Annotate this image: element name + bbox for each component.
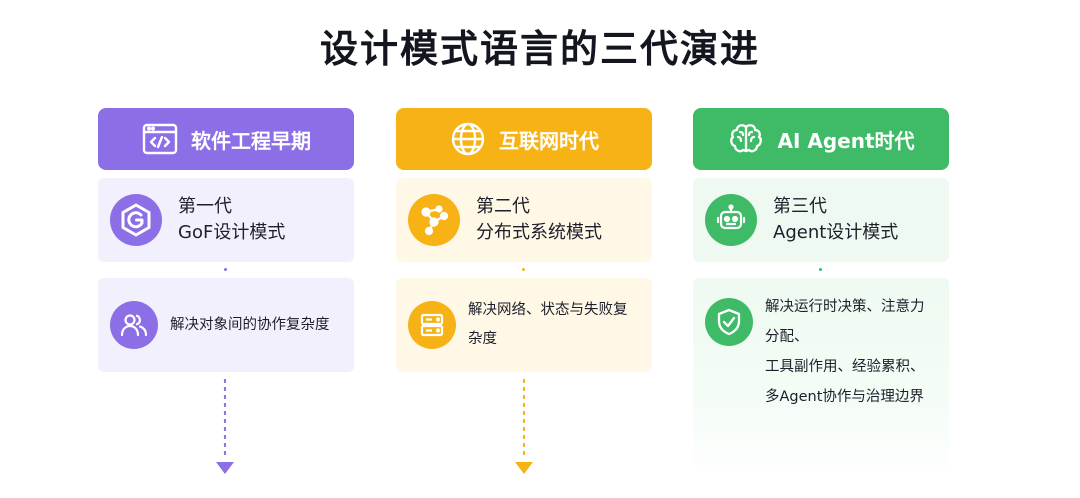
brain-icon bbox=[727, 120, 765, 158]
generation-name: Agent设计模式 bbox=[773, 222, 899, 243]
generation-number: 第二代 bbox=[476, 196, 530, 217]
generation-number: 第三代 bbox=[773, 196, 827, 217]
g-hexagon-icon bbox=[110, 194, 162, 246]
network-nodes-icon bbox=[408, 194, 460, 246]
description-line: 分配、 bbox=[765, 329, 809, 345]
server-icon bbox=[408, 301, 456, 349]
connector bbox=[396, 262, 652, 278]
flow-arrow-yellow bbox=[513, 378, 535, 478]
column-distributed: 互联网时代 第二代 分布式系统模式 bbox=[396, 108, 652, 372]
description-card: 解决网络、状态与失败复 杂度 bbox=[396, 278, 652, 372]
description-line: 多Agent协作与治理边界 bbox=[765, 389, 924, 405]
description-line: 解决运行时决策、注意力 bbox=[765, 299, 925, 315]
column-agent: AI Agent时代 第三代 Agent设计模式 bbox=[693, 108, 949, 478]
robot-icon bbox=[705, 194, 757, 246]
users-icon bbox=[110, 301, 158, 349]
connector bbox=[693, 262, 949, 278]
description-line: 解决对象间的协作复杂度 bbox=[170, 316, 330, 333]
era-label: AI Agent时代 bbox=[777, 128, 915, 153]
description-line: 工具副作用、经验累积、 bbox=[765, 359, 925, 375]
generation-card: 第一代 GoF设计模式 bbox=[98, 178, 354, 262]
page-title: 设计模式语言的三代演进 bbox=[319, 27, 760, 71]
era-header: 互联网时代 bbox=[396, 108, 652, 170]
generation-name: GoF设计模式 bbox=[178, 222, 286, 243]
generation-card: 第三代 Agent设计模式 bbox=[693, 178, 949, 262]
generation-name: 分布式系统模式 bbox=[476, 222, 602, 243]
description-line: 解决网络、状态与失败复 bbox=[468, 302, 628, 318]
code-window-icon bbox=[141, 120, 179, 158]
shield-check-icon bbox=[705, 298, 753, 346]
generation-number: 第一代 bbox=[178, 196, 232, 217]
globe-icon bbox=[449, 120, 487, 158]
generation-card: 第二代 分布式系统模式 bbox=[396, 178, 652, 262]
flow-arrow-purple bbox=[214, 378, 236, 478]
connector bbox=[98, 262, 354, 278]
era-header: AI Agent时代 bbox=[693, 108, 949, 170]
description-card: 解决对象间的协作复杂度 bbox=[98, 278, 354, 372]
description-card: 解决运行时决策、注意力 分配、 工具副作用、经验累积、 多Agent协作与治理边… bbox=[693, 278, 949, 478]
era-label: 软件工程早期 bbox=[191, 128, 311, 153]
era-header: 软件工程早期 bbox=[98, 108, 354, 170]
description-line: 杂度 bbox=[468, 331, 497, 347]
column-gof: 软件工程早期 第一代 GoF设计模式 解决对象间的协作复杂度 bbox=[98, 108, 354, 372]
era-label: 互联网时代 bbox=[499, 128, 599, 153]
